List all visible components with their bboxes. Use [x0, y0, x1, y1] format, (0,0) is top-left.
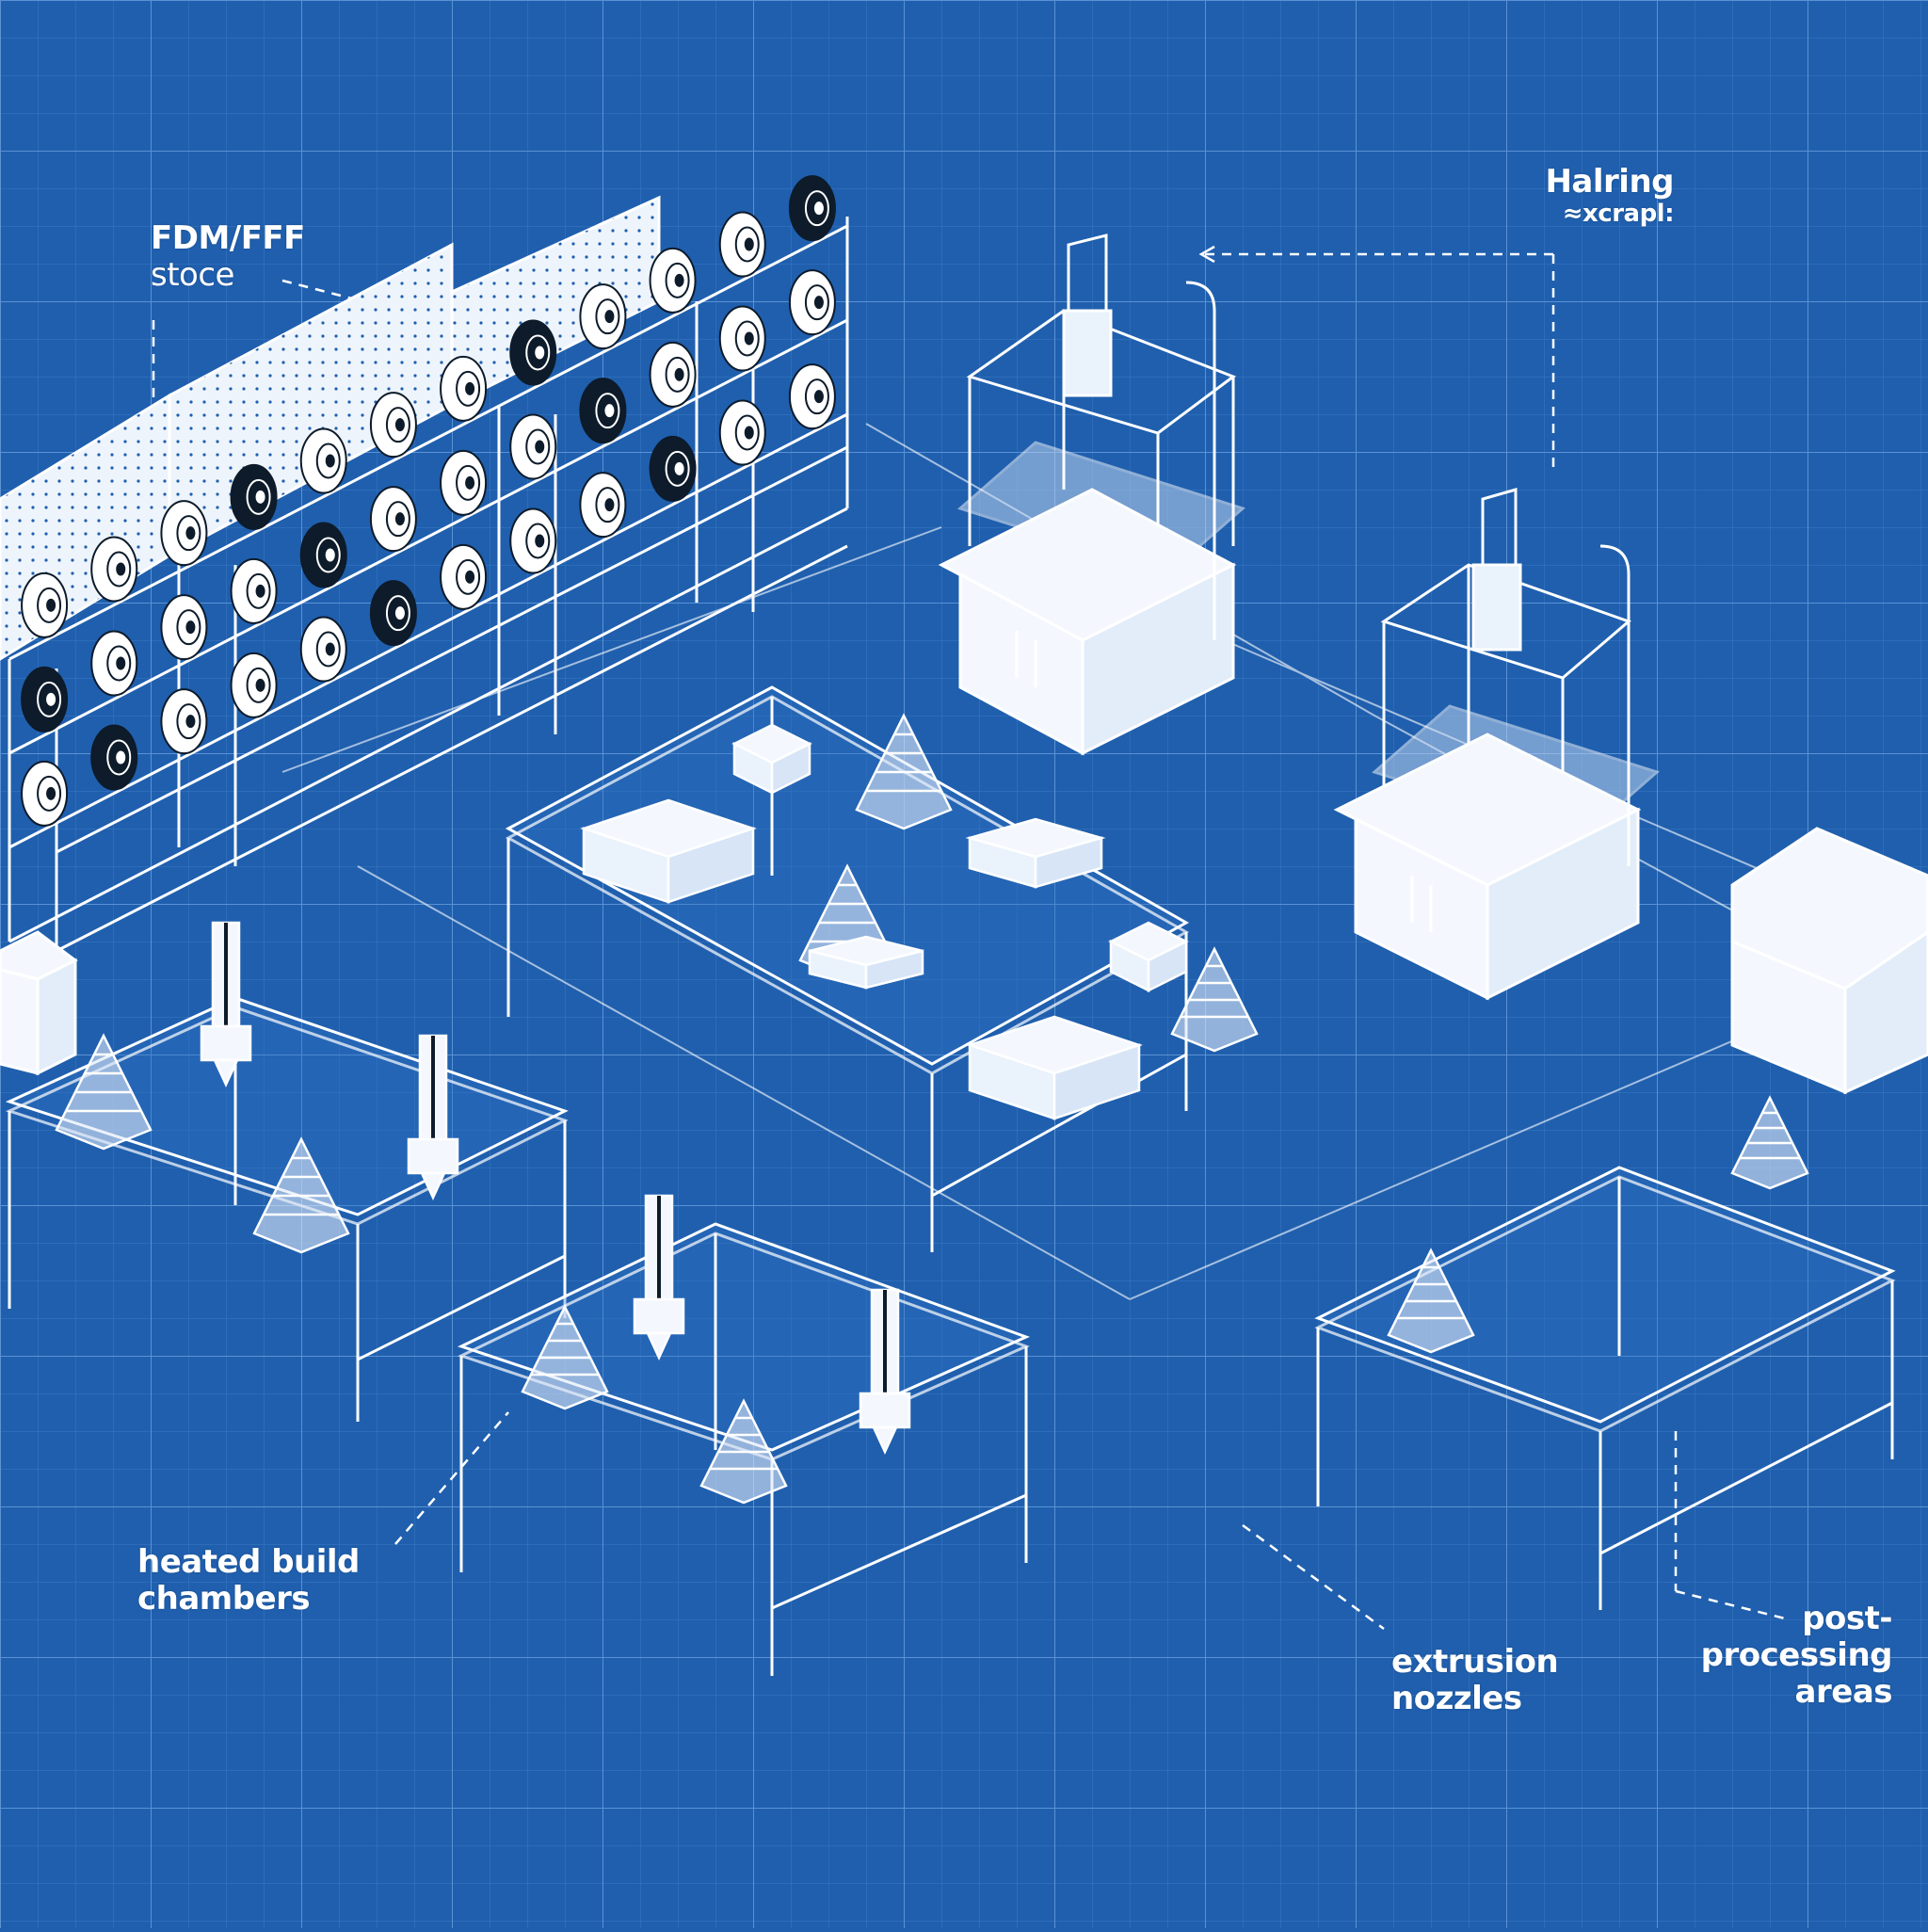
- filament-spool: [90, 630, 138, 697]
- label-filament-storage: FDM/FFF stoce: [151, 219, 305, 295]
- printer-left: [938, 233, 1245, 756]
- printed-cone: [1730, 1095, 1809, 1190]
- filament-spool: [160, 688, 208, 755]
- filament-spool: [509, 413, 557, 480]
- printed-cone: [55, 1033, 153, 1151]
- label-line: heated build: [137, 1543, 360, 1581]
- filament-spools: [21, 175, 836, 827]
- printed-cone: [1170, 946, 1259, 1053]
- printed-cone: [855, 713, 953, 830]
- workbench-post-processing: [1314, 1166, 1896, 1610]
- filament-spool: [649, 247, 697, 314]
- filament-spool: [579, 472, 627, 539]
- filament-spool: [788, 269, 836, 336]
- filament-spool: [788, 175, 836, 242]
- filament-spool: [230, 463, 278, 530]
- label-line: stoce: [151, 256, 234, 295]
- filament-spool: [369, 392, 417, 459]
- printed-cone: [521, 1304, 609, 1410]
- filament-spool: [440, 449, 488, 516]
- filament-spool: [230, 652, 278, 718]
- printer-right: [1333, 488, 1660, 1001]
- filament-spool: [299, 616, 347, 683]
- filament-spool: [90, 724, 138, 791]
- filament-spool: [718, 399, 766, 466]
- label-post-processing: post- processing areas: [1676, 1600, 1893, 1712]
- label-line: chambers: [137, 1580, 311, 1618]
- label-line: processing: [1700, 1636, 1893, 1675]
- filament-spool: [90, 536, 138, 603]
- label-extrusion-nozzles: extrusion nozzles: [1391, 1643, 1559, 1718]
- filament-spool: [788, 363, 836, 430]
- filament-spool: [649, 341, 697, 408]
- extrusion-nozzle: [633, 1194, 685, 1360]
- filament-spool: [299, 427, 347, 494]
- filament-spool: [21, 572, 69, 638]
- extrusion-nozzle: [200, 921, 252, 1087]
- label-line: Halring: [1545, 163, 1674, 201]
- filament-spool: [718, 305, 766, 372]
- post-processing-cabinet: [1730, 827, 1928, 1095]
- printed-cone: [1387, 1248, 1475, 1354]
- label-line: ≈xcrapl:: [1562, 200, 1675, 229]
- filament-spool: [718, 211, 766, 278]
- label-printer-area: Halring ≈xcrapl:: [1467, 163, 1675, 229]
- leader-arrow: [1198, 245, 1215, 264]
- equipment-box: [808, 935, 924, 990]
- equipment-box: [965, 817, 1106, 889]
- filament-spool: [21, 760, 69, 827]
- extrusion-nozzle: [859, 1288, 911, 1455]
- filament-spool: [230, 557, 278, 624]
- equipment-box: [580, 798, 757, 904]
- printed-cone: [252, 1136, 350, 1254]
- printed-cone: [699, 1398, 788, 1505]
- storage-cabinet: [0, 930, 78, 1076]
- equipment-box: [1108, 921, 1189, 993]
- filament-spool: [509, 319, 557, 386]
- filament-spool: [509, 507, 557, 574]
- label-line: areas: [1794, 1673, 1893, 1712]
- filament-spool: [299, 522, 347, 588]
- label-heated-chambers: heated build chambers: [137, 1543, 360, 1618]
- label-line: nozzles: [1391, 1680, 1522, 1718]
- filament-spool: [649, 435, 697, 502]
- equipment-box: [731, 723, 812, 796]
- label-line: extrusion: [1391, 1643, 1559, 1681]
- filament-spool: [369, 580, 417, 647]
- filament-spool: [21, 666, 69, 733]
- equipment-box: [966, 1015, 1143, 1120]
- filament-spool: [440, 543, 488, 610]
- workbench-items: [55, 713, 1809, 1505]
- label-line: post-: [1802, 1600, 1892, 1637]
- extrusion-nozzle: [407, 1034, 459, 1200]
- filament-spool: [160, 500, 208, 567]
- filament-spool: [369, 486, 417, 553]
- filament-spool: [579, 378, 627, 444]
- filament-spool: [160, 594, 208, 661]
- label-line: FDM/FFF: [151, 219, 305, 257]
- filament-spool: [579, 283, 627, 350]
- filament-spool: [440, 355, 488, 422]
